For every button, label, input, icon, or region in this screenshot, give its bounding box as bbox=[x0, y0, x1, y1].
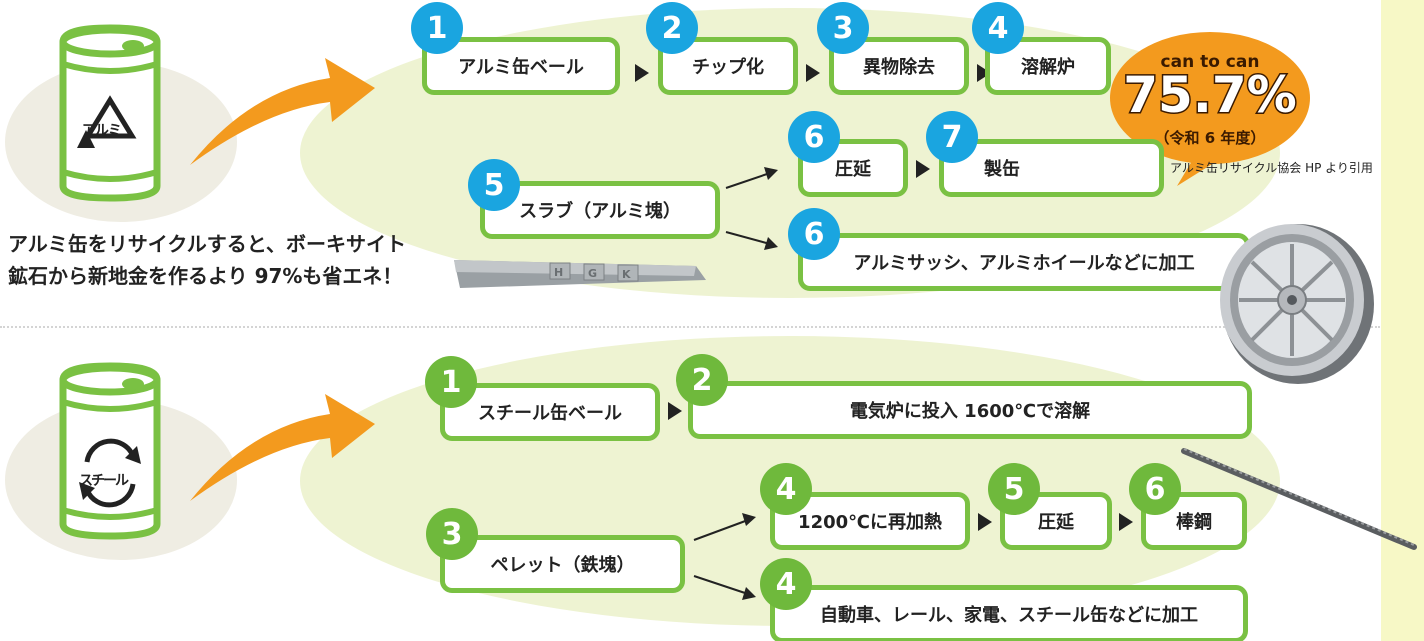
steel-step-4a-label: 1200℃に再加熱 bbox=[798, 512, 942, 533]
aluminum-step-1-box: アルミ缶ベール bbox=[422, 37, 620, 95]
aluminum-step-7-label: 製缶 bbox=[984, 159, 1020, 180]
aluminum-step-7-number: 7 bbox=[926, 111, 978, 163]
steel-step-3-box: ペレット（鉄塊） bbox=[440, 535, 685, 593]
aluminum-ingot-image: H G K bbox=[454, 260, 706, 288]
aluminum-step-6a-box: 圧延 bbox=[798, 139, 908, 197]
aluminum-branch-arrows bbox=[725, 167, 778, 250]
aluminum-step-5-label: スラブ（アルミ塊） bbox=[519, 201, 681, 222]
aluminum-step-6b-number: 6 bbox=[788, 208, 840, 260]
steel-can-icon bbox=[59, 362, 161, 540]
can-to-can-bubble bbox=[1110, 32, 1310, 186]
steel-step-6-box: 棒鋼 bbox=[1141, 492, 1247, 550]
steel-step-2-number: 2 bbox=[676, 354, 728, 406]
aluminum-step-6b-box: アルミサッシ、アルミホイールなどに加工 bbox=[798, 233, 1250, 291]
aluminum-can-icon bbox=[59, 24, 161, 202]
ingot-letter-1: H bbox=[554, 266, 563, 279]
flow-arrow-6-7 bbox=[916, 160, 930, 178]
aluminum-step-5-number: 5 bbox=[468, 159, 520, 211]
aluminum-caption-line-1: アルミ缶をリサイクルすると、ボーキサイト bbox=[8, 232, 406, 256]
aluminum-step-3-box: 異物除去 bbox=[829, 37, 969, 95]
steel-step-2-box: 電気炉に投入 1600℃で溶解 bbox=[688, 381, 1252, 439]
steel-step-2-label: 電気炉に投入 1600℃で溶解 bbox=[849, 401, 1091, 422]
section-divider bbox=[0, 326, 1380, 328]
aluminum-wheel-image bbox=[1220, 224, 1374, 384]
aluminum-step-4-label: 溶解炉 bbox=[1021, 57, 1075, 78]
aluminum-step-6a-number: 6 bbox=[788, 111, 840, 163]
steel-flow-arrow-1-2 bbox=[668, 402, 682, 420]
steel-flow-arrow-5-6 bbox=[1119, 513, 1133, 531]
steel-step-4b-label: 自動車、レール、家電、スチール缶などに加工 bbox=[820, 605, 1198, 626]
aluminum-step-2-label: チップ化 bbox=[692, 57, 764, 78]
steel-orange-arrow bbox=[190, 394, 375, 501]
aluminum-step-2-number: 2 bbox=[646, 2, 698, 54]
flow-arrow-2-3 bbox=[806, 64, 820, 82]
can-to-can-rate: 75.7% bbox=[1122, 65, 1298, 126]
can-to-can-year: （令和 6 年度） bbox=[1154, 129, 1266, 147]
ingot-letter-3: K bbox=[622, 268, 631, 281]
aluminum-step-1-label: アルミ缶ベール bbox=[458, 57, 584, 78]
steel-bar-image bbox=[1181, 448, 1417, 550]
flow-arrow-1-2 bbox=[635, 64, 649, 82]
aluminum-step-3-number: 3 bbox=[817, 2, 869, 54]
steel-branch-arrows bbox=[693, 513, 756, 600]
aluminum-step-5-box: スラブ（アルミ塊） bbox=[480, 181, 720, 239]
steel-step-4a-number: 4 bbox=[760, 463, 812, 515]
steel-step-4b-number: 4 bbox=[760, 558, 812, 610]
steel-step-6-label: 棒鋼 bbox=[1176, 512, 1212, 533]
steel-step-1-label: スチール缶ベール bbox=[478, 403, 622, 424]
steel-step-6-number: 6 bbox=[1129, 463, 1181, 515]
ingot-letter-2: G bbox=[588, 267, 597, 280]
aluminum-step-6b-label: アルミサッシ、アルミホイールなどに加工 bbox=[853, 253, 1195, 274]
steel-recycle-mark-label: スチール bbox=[79, 473, 129, 489]
aluminum-step-1-number: 1 bbox=[411, 2, 463, 54]
steel-flow-arrow-4-5 bbox=[978, 513, 992, 531]
steel-step-5-label: 圧延 bbox=[1038, 512, 1074, 533]
steel-step-1-number: 1 bbox=[425, 356, 477, 408]
source-note: アルミ缶リサイクル協会 HP より引用 bbox=[1170, 161, 1373, 175]
steel-step-4b-box: 自動車、レール、家電、スチール缶などに加工 bbox=[770, 585, 1248, 641]
steel-step-3-number: 3 bbox=[426, 508, 478, 560]
aluminum-step-6a-label: 圧延 bbox=[835, 159, 871, 180]
aluminum-orange-arrow bbox=[190, 58, 375, 165]
aluminum-recycle-mark-label: アルミ bbox=[82, 123, 122, 139]
aluminum-step-4-number: 4 bbox=[972, 2, 1024, 54]
steel-step-3-label: ペレット（鉄塊） bbox=[490, 555, 635, 576]
can-to-can-header: can to can bbox=[1160, 52, 1260, 72]
steel-step-5-number: 5 bbox=[988, 463, 1040, 515]
steel-step-5-box: 圧延 bbox=[1000, 492, 1112, 550]
aluminum-step-7-box: 製缶 bbox=[939, 139, 1164, 197]
steel-step-1-box: スチール缶ベール bbox=[440, 383, 660, 441]
aluminum-step-3-label: 異物除去 bbox=[863, 57, 935, 78]
aluminum-caption-line-2: 鉱石から新地金を作るより 97%も省エネ！ bbox=[8, 264, 403, 288]
